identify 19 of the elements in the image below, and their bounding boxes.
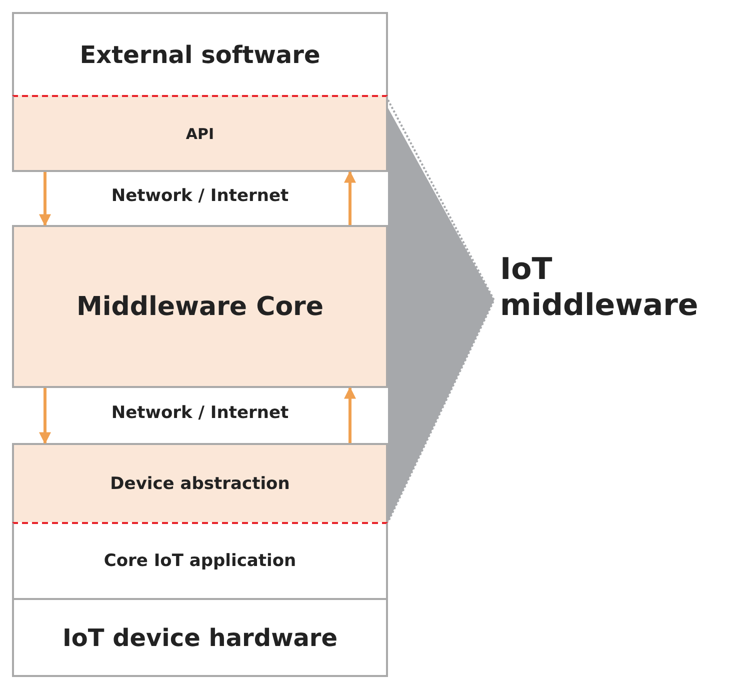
layer-label: API — [186, 124, 214, 142]
arrow — [344, 170, 356, 225]
arrow — [344, 386, 356, 443]
layer-box — [12, 522, 388, 600]
arrow — [39, 172, 51, 226]
connection-label: Network / Internet — [111, 186, 289, 206]
layer-label: IoT device hardware — [62, 624, 338, 652]
bracket-label: IoT middleware — [500, 252, 700, 324]
layer-box — [12, 443, 388, 524]
layer-label: Middleware Core — [76, 292, 324, 322]
arrow — [39, 388, 51, 444]
layer-label: Device abstraction — [110, 474, 290, 494]
connection-label: Network / Internet — [111, 403, 289, 423]
layer-label: External software — [80, 40, 320, 68]
layer-label: Core IoT application — [104, 551, 296, 571]
layer-box — [12, 12, 388, 97]
layer-box — [12, 598, 388, 677]
layer-box — [12, 95, 388, 172]
layer-box — [12, 225, 388, 388]
